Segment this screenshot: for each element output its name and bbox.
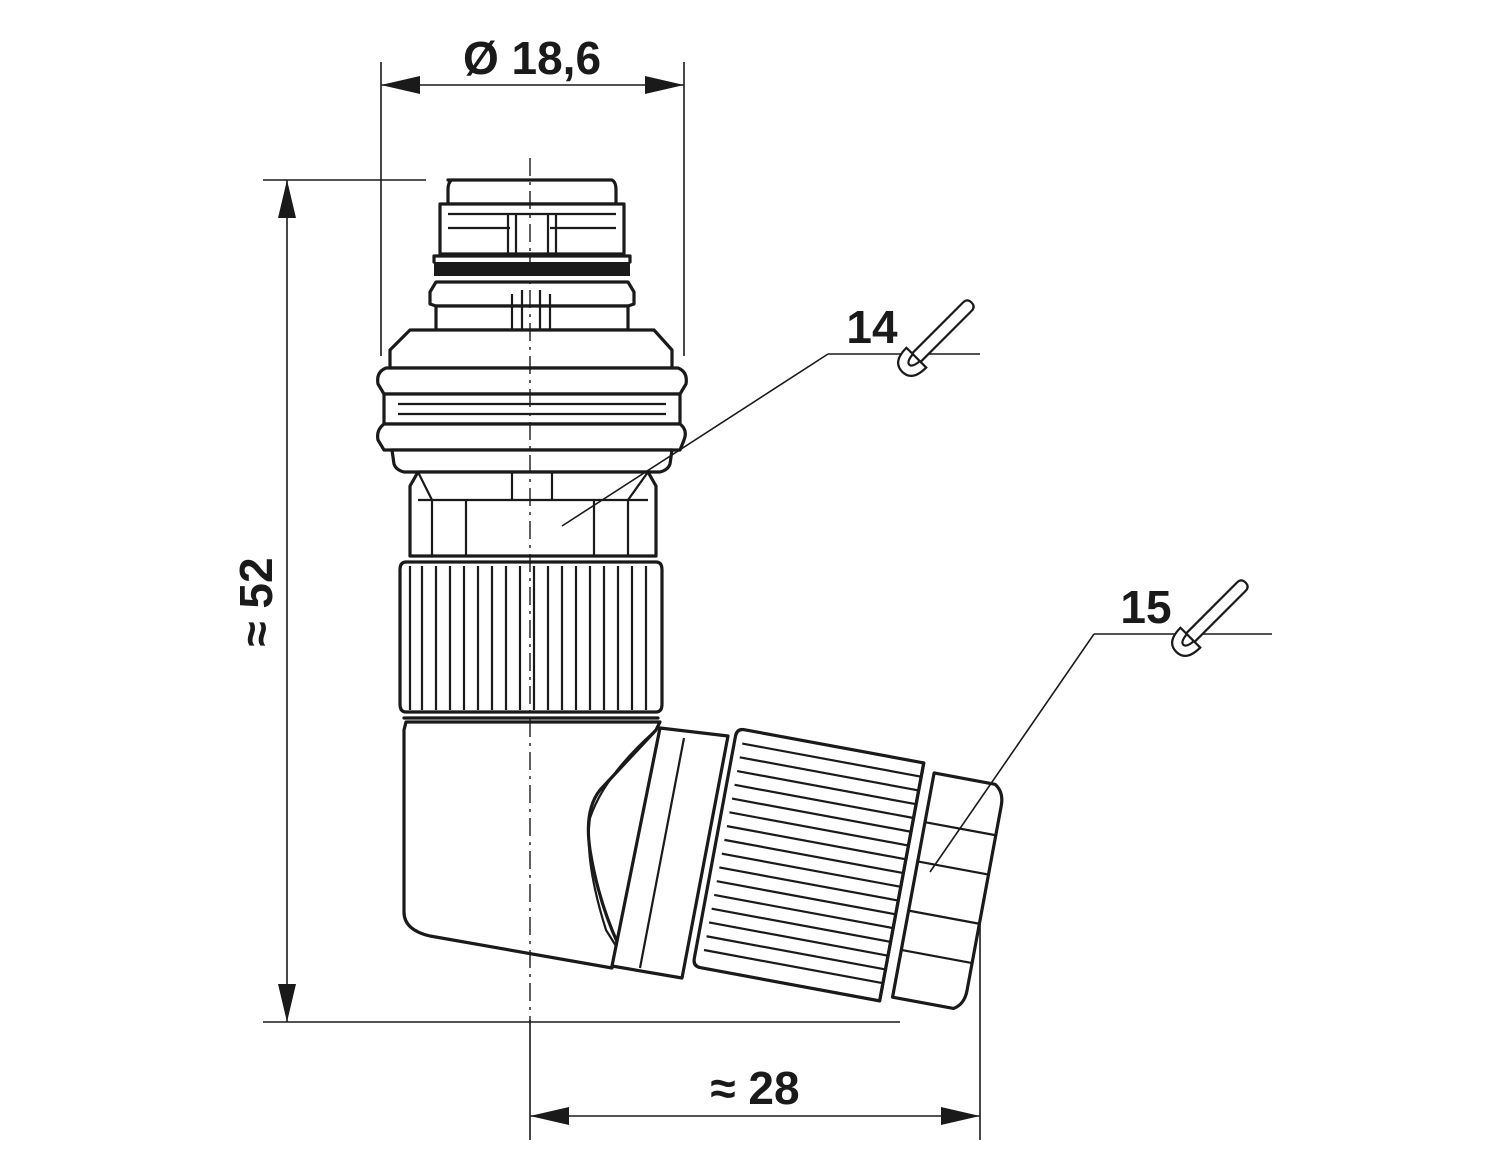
- cable-gland: [610, 726, 1004, 1011]
- connector-body: [376, 178, 688, 970]
- callout-14-number: 14: [846, 301, 898, 353]
- height-label: ≈ 52: [230, 557, 282, 646]
- height-dimension: ≈ 52: [230, 179, 900, 1023]
- wrench-icon: [897, 299, 975, 377]
- diameter-dimension: Ø 18,6: [380, 32, 685, 356]
- knurl-lines: [408, 566, 648, 710]
- wrench-icon: [1171, 579, 1249, 657]
- callout-14: 14: [561, 299, 980, 527]
- offset-dimension: ≈ 28: [529, 858, 981, 1140]
- diameter-label: Ø 18,6: [463, 32, 601, 84]
- callout-15: 15: [929, 579, 1272, 873]
- callout-15-number: 15: [1120, 581, 1171, 633]
- offset-label: ≈ 28: [710, 1062, 799, 1114]
